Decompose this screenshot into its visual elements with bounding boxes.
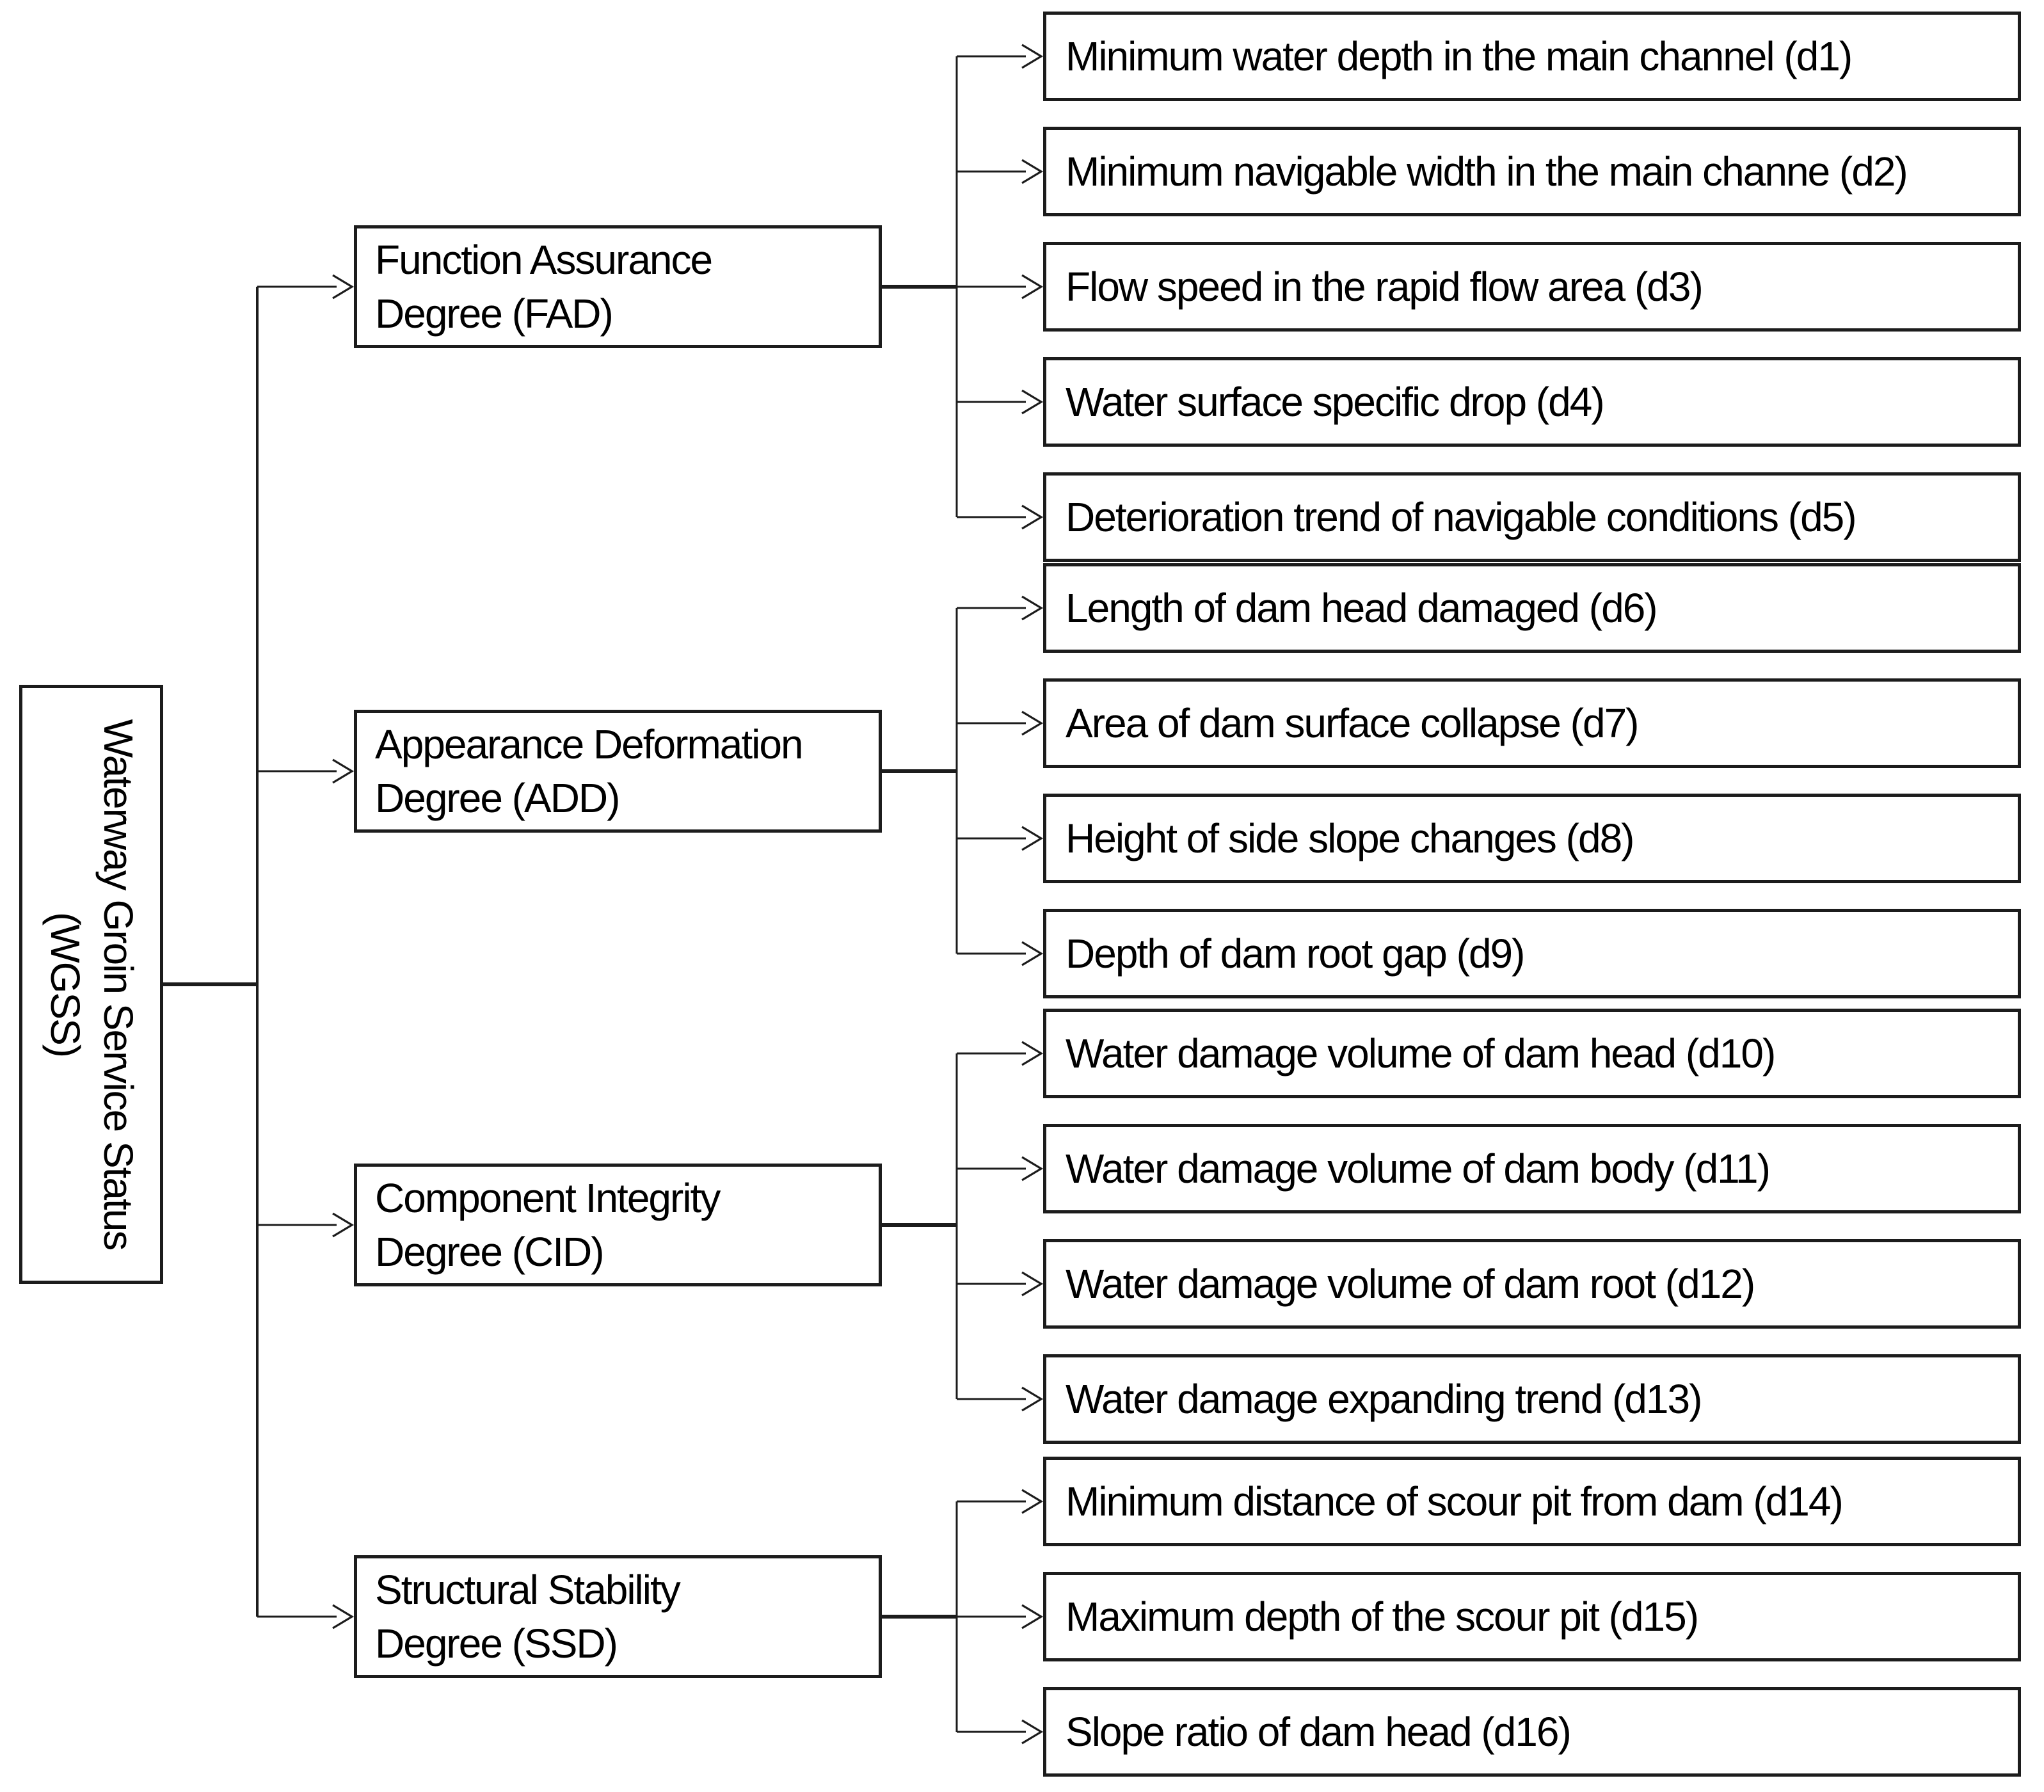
indicator-branch-3-0-arrowhead: [1021, 1489, 1044, 1514]
indicator-branch-0-2-arrowhead: [1021, 274, 1044, 300]
indicator-branch-3-2-arrowhead: [1021, 1719, 1044, 1745]
indicator-label-d15: Maximum depth of the scour pit (d15): [1066, 1594, 1699, 1640]
category-node-cid: Component Integrity Degree (CID): [354, 1164, 882, 1286]
indicator-label-d3: Flow speed in the rapid flow area (d3): [1066, 264, 1704, 310]
indicator-label-d14: Minimum distance of scour pit from dam (…: [1066, 1478, 1844, 1524]
indicator-node-d4: Water surface specific drop (d4): [1043, 357, 2021, 447]
indicator-node-d13: Water damage expanding trend (d13): [1043, 1354, 2021, 1444]
indicator-label-d13: Water damage expanding trend (d13): [1066, 1376, 1702, 1422]
category-node-add: Appearance Deformation Degree (ADD): [354, 710, 882, 833]
indicator-branch-0-1-arrowhead: [1021, 159, 1044, 184]
indicator-branch-0-3-arrowhead: [1021, 389, 1044, 415]
indicator-branch-2-3-arrowhead: [1021, 1386, 1044, 1412]
indicator-node-d16: Slope ratio of dam head (d16): [1043, 1687, 2021, 1777]
indicator-label-d9: Depth of dam root gap (d9): [1066, 931, 1525, 977]
indicator-node-d15: Maximum depth of the scour pit (d15): [1043, 1572, 2021, 1661]
indicator-node-d2: Minimum navigable width in the main chan…: [1043, 127, 2021, 216]
indicator-node-d8: Height of side slope changes (d8): [1043, 794, 2021, 883]
category-node-fad: Function Assurance Degree (FAD): [354, 225, 882, 348]
indicator-branch-0-0-arrowhead: [1021, 44, 1044, 69]
indicator-label-d12: Water damage volume of dam root (d12): [1066, 1261, 1755, 1307]
indicator-branch-2-2-arrowhead: [1021, 1271, 1044, 1297]
indicator-node-d14: Minimum distance of scour pit from dam (…: [1043, 1457, 2021, 1546]
indicator-node-d12: Water damage volume of dam root (d12): [1043, 1239, 2021, 1329]
indicator-label-d8: Height of side slope changes (d8): [1066, 815, 1634, 861]
indicator-label-d1: Minimum water depth in the main channel …: [1066, 33, 1853, 79]
indicator-branch-2-1-arrowhead: [1021, 1156, 1044, 1181]
root-node-label: Waterway Groin Service Status (WGSS): [42, 719, 141, 1250]
indicator-node-d7: Area of dam surface collapse (d7): [1043, 678, 2021, 768]
indicator-branch-2-0-arrowhead: [1021, 1041, 1044, 1066]
category-branch-2-arrowhead: [332, 1212, 355, 1238]
indicator-label-d7: Area of dam surface collapse (d7): [1066, 700, 1639, 746]
indicator-label-d4: Water surface specific drop (d4): [1066, 379, 1605, 425]
indicator-branch-1-2-arrowhead: [1021, 826, 1044, 851]
indicator-node-d10: Water damage volume of dam head (d10): [1043, 1009, 2021, 1098]
root-node-wgss: Waterway Groin Service Status (WGSS): [19, 685, 163, 1284]
indicator-branch-1-3-arrowhead: [1021, 941, 1044, 966]
indicator-branch-1-1-arrowhead: [1021, 710, 1044, 736]
category-branch-1-arrowhead: [332, 758, 355, 784]
category-branch-3-arrowhead: [332, 1604, 355, 1629]
indicator-node-d3: Flow speed in the rapid flow area (d3): [1043, 242, 2021, 332]
indicator-node-d1: Minimum water depth in the main channel …: [1043, 12, 2021, 101]
category-label-ssd: Structural Stability Degree (SSD): [375, 1566, 681, 1667]
indicator-node-d6: Length of dam head damaged (d6): [1043, 563, 2021, 653]
indicator-label-d10: Water damage volume of dam head (d10): [1066, 1030, 1776, 1076]
category-label-fad: Function Assurance Degree (FAD): [375, 236, 713, 337]
category-label-add: Appearance Deformation Degree (ADD): [375, 721, 804, 821]
indicator-label-d16: Slope ratio of dam head (d16): [1066, 1709, 1572, 1755]
indicator-node-d11: Water damage volume of dam body (d11): [1043, 1124, 2021, 1213]
indicator-branch-3-1-arrowhead: [1021, 1604, 1044, 1629]
indicator-branch-0-4-arrowhead: [1021, 504, 1044, 530]
indicator-label-d11: Water damage volume of dam body (d11): [1066, 1146, 1771, 1192]
indicator-label-d2: Minimum navigable width in the main chan…: [1066, 148, 1908, 195]
category-node-ssd: Structural Stability Degree (SSD): [354, 1555, 882, 1678]
category-branch-0-arrowhead: [332, 274, 355, 300]
category-label-cid: Component Integrity Degree (CID): [375, 1174, 721, 1275]
indicator-node-d9: Depth of dam root gap (d9): [1043, 909, 2021, 998]
indicator-label-d6: Length of dam head damaged (d6): [1066, 585, 1658, 631]
indicator-label-d5: Deterioration trend of navigable conditi…: [1066, 494, 1857, 540]
indicator-node-d5: Deterioration trend of navigable conditi…: [1043, 472, 2021, 562]
indicator-branch-1-0-arrowhead: [1021, 595, 1044, 621]
